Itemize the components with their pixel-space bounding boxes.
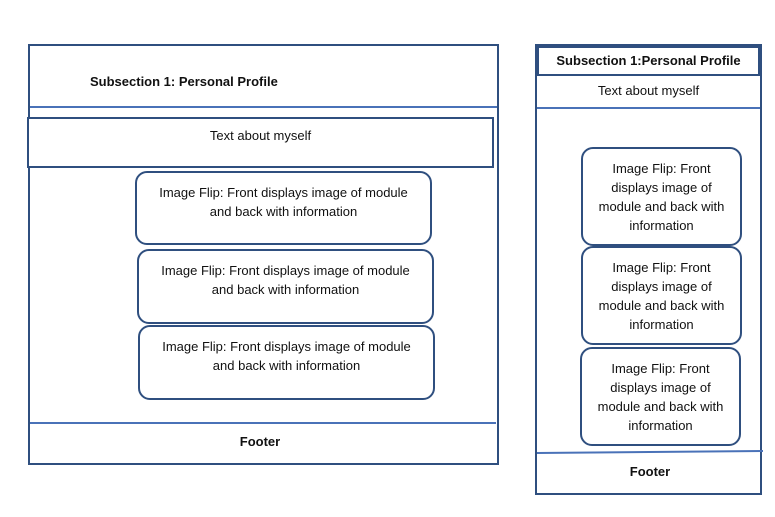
right-image-flip-card-3[interactable]: Image Flip: Front displays image of modu… bbox=[580, 347, 741, 446]
left-header-title: Subsection 1: Personal Profile bbox=[90, 74, 278, 89]
right-text-label: Text about myself bbox=[597, 83, 700, 98]
left-image-flip-card-2[interactable]: Image Flip: Front displays image of modu… bbox=[137, 249, 434, 324]
left-image-flip-card-3[interactable]: Image Flip: Front displays image of modu… bbox=[138, 325, 435, 400]
right-card-1-text: Image Flip: Front displays image of modu… bbox=[598, 160, 725, 233]
left-image-flip-card-1[interactable]: Image Flip: Front displays image of modu… bbox=[135, 171, 432, 245]
right-header-title: Subsection 1:Personal Profile bbox=[556, 53, 741, 68]
left-text-box: Text about myself bbox=[27, 117, 494, 168]
left-footer-divider bbox=[30, 422, 496, 424]
right-text-divider bbox=[537, 107, 760, 109]
right-image-flip-card-2[interactable]: Image Flip: Front displays image of modu… bbox=[581, 246, 742, 345]
left-text-box-label: Text about myself bbox=[209, 127, 312, 143]
left-card-3-text: Image Flip: Front displays image of modu… bbox=[162, 338, 411, 373]
right-footer-label: Footer bbox=[629, 464, 671, 479]
left-header-divider bbox=[30, 106, 497, 108]
right-card-2-text: Image Flip: Front displays image of modu… bbox=[598, 259, 725, 332]
left-card-1-text: Image Flip: Front displays image of modu… bbox=[159, 185, 408, 219]
left-card-2-text: Image Flip: Front displays image of modu… bbox=[161, 262, 410, 297]
right-header-box: Subsection 1:Personal Profile bbox=[537, 46, 760, 76]
right-image-flip-card-1[interactable]: Image Flip: Front displays image of modu… bbox=[581, 147, 742, 246]
left-footer-label: Footer bbox=[239, 434, 281, 449]
right-card-3-text: Image Flip: Front displays image of modu… bbox=[597, 360, 724, 433]
